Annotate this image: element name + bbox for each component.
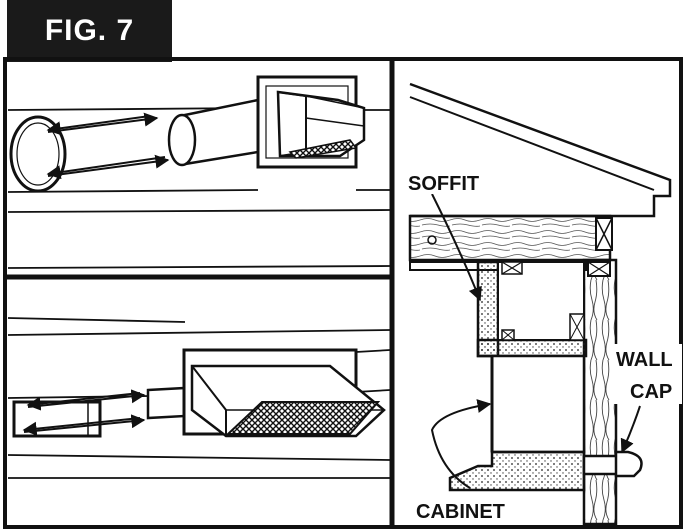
wall-duct [582, 454, 622, 476]
panel-rect-duct [7, 317, 391, 479]
wall-cap [614, 450, 643, 478]
exterior-wall [582, 258, 618, 526]
range-hood [448, 450, 586, 492]
label-soffit: SOFFIT [408, 173, 479, 195]
label-wall: WALL [616, 349, 673, 371]
ceiling-joist [408, 214, 612, 262]
panel-round-duct [7, 75, 391, 269]
cabinet [490, 354, 586, 454]
panel-cross-section: SOFFIT WALL CAP CABINET [404, 82, 682, 526]
label-cabinet: CABINET [416, 501, 505, 523]
roof [409, 82, 672, 218]
rect-duct-pipe [146, 386, 187, 420]
label-cap: CAP [630, 381, 672, 403]
figure-frame [3, 57, 683, 529]
figure-title: FIG. 7 [7, 0, 172, 62]
